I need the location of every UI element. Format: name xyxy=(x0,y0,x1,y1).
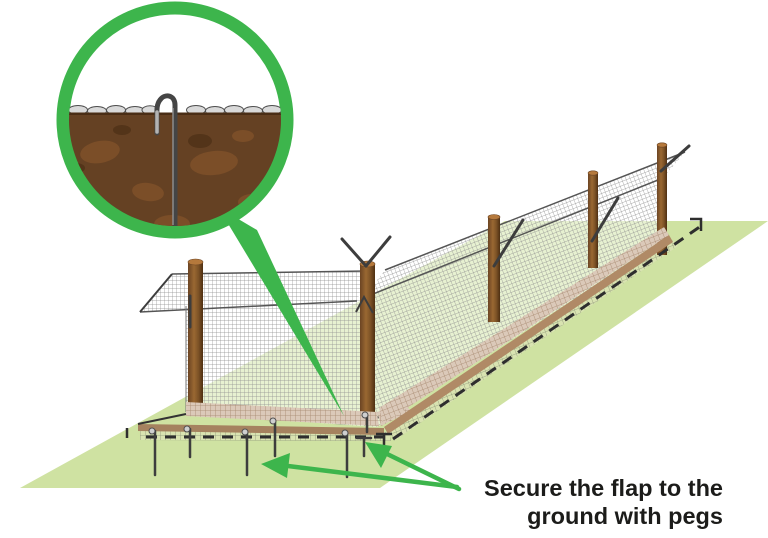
ground-peg-1 xyxy=(148,427,157,477)
overhang-eave-front xyxy=(139,300,358,313)
far-corner-mark xyxy=(690,217,703,231)
ground-peg-2 xyxy=(183,425,192,459)
annotation-arrows xyxy=(261,442,462,492)
flap-dashed-outline xyxy=(125,217,703,446)
dashed-line-side xyxy=(392,224,702,441)
corner-peg-mark xyxy=(376,432,392,446)
arrow-1-shaft xyxy=(285,463,460,490)
fence-post-1 xyxy=(187,258,204,410)
fence-post-3 xyxy=(487,214,501,322)
overhang-ridge-side xyxy=(384,151,686,271)
arrow-2-shaft xyxy=(380,449,462,492)
fence-post-5 xyxy=(656,142,668,255)
fence-base-apron xyxy=(137,227,673,435)
arrow-2-head xyxy=(365,442,392,468)
soil-strip-front xyxy=(138,424,384,435)
overhang-struts xyxy=(188,144,691,329)
fence-post-2-corner xyxy=(359,260,376,425)
apron-mesh-side xyxy=(379,227,669,424)
fence-posts xyxy=(187,142,668,425)
strut-post-2-v-left xyxy=(340,237,368,268)
fence-mesh-front-face xyxy=(186,299,377,427)
callout-wedge xyxy=(218,207,344,416)
caption: Secure the flap to the ground with pegs xyxy=(484,475,723,529)
strut-post-5 xyxy=(659,144,691,173)
apron-mesh-front xyxy=(186,402,379,426)
caption-line-1: Secure the flap to the xyxy=(484,475,723,501)
magnifier-callout xyxy=(56,1,294,239)
soil-strip-side xyxy=(384,235,673,434)
ground-peg-7 xyxy=(361,411,369,434)
ground-peg-3 xyxy=(241,428,249,477)
ground-pegs xyxy=(148,411,373,479)
peg-icon xyxy=(154,93,178,226)
ground-peg-4 xyxy=(269,417,277,458)
strip-left-edge xyxy=(137,413,187,425)
overhang-left-edge xyxy=(139,273,173,313)
caption-line-2: ground with pegs xyxy=(527,503,723,529)
arrow-1-head xyxy=(261,453,290,478)
fence xyxy=(137,142,691,435)
ground-peg-5 xyxy=(341,429,349,479)
strut-post-2-v-right xyxy=(364,235,392,268)
strut-post-4 xyxy=(590,196,620,243)
ground-peg-6 xyxy=(355,436,373,458)
strut-corner-lower-v xyxy=(355,294,374,314)
fence-post-4 xyxy=(587,170,599,268)
strut-post-3 xyxy=(492,218,525,268)
fence-overhang-side xyxy=(363,152,685,298)
soil-blobs xyxy=(69,125,266,226)
